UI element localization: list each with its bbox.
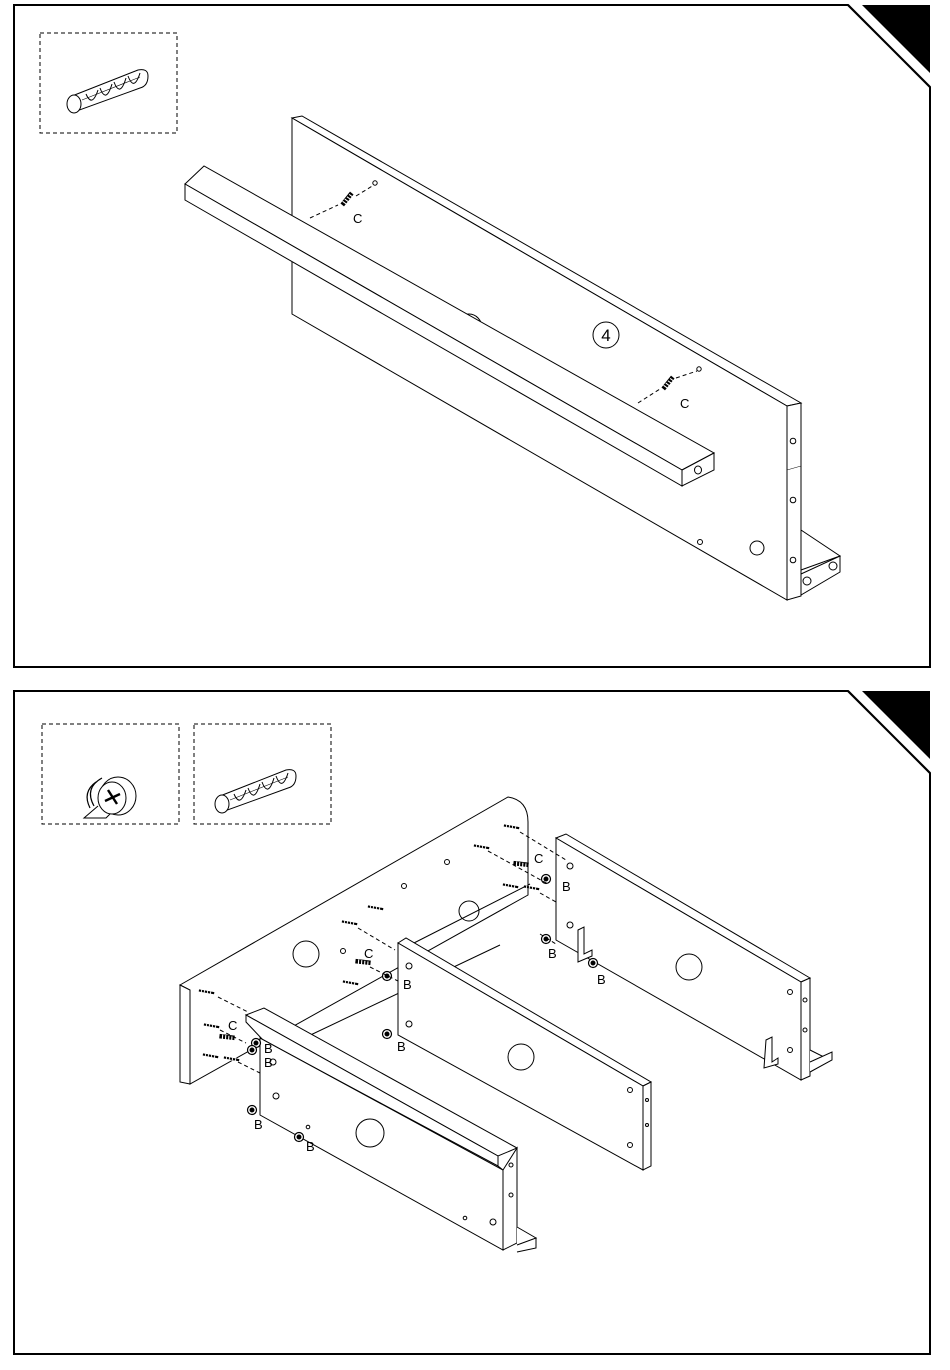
callout-label: C	[364, 946, 373, 961]
dowel-icon	[67, 70, 148, 113]
callout-label: B	[597, 972, 606, 987]
callout-label: C	[228, 1018, 237, 1033]
cam-lock-icon	[84, 777, 136, 818]
callout-label: B	[264, 1055, 273, 1070]
callout-label: B	[254, 1117, 263, 1132]
callout-label: C	[353, 211, 362, 226]
part-box-dowel	[194, 724, 331, 824]
callout-label: B	[562, 879, 571, 894]
step-number-badge: 4	[593, 322, 619, 348]
callout-label: B	[403, 977, 412, 992]
svg-text:4: 4	[601, 326, 610, 345]
step-panel-2: C B C B B B B C B B B B	[14, 691, 930, 1354]
step-panel-1: C C 4	[14, 5, 930, 667]
panel-foot	[801, 530, 840, 595]
part-box-cam-lock	[42, 724, 179, 824]
callout-label: B	[306, 1139, 315, 1154]
callout-label: B	[548, 946, 557, 961]
step-corner-tab	[848, 691, 930, 773]
side-panel-right	[556, 834, 832, 1080]
callout-label: C	[534, 851, 543, 866]
part-box-dowel	[40, 33, 177, 133]
step-corner-tab	[848, 5, 930, 87]
callout-label: B	[397, 1039, 406, 1054]
dowel-icon	[215, 770, 296, 813]
callout-label: B	[264, 1041, 273, 1056]
callout-label: C	[680, 396, 689, 411]
